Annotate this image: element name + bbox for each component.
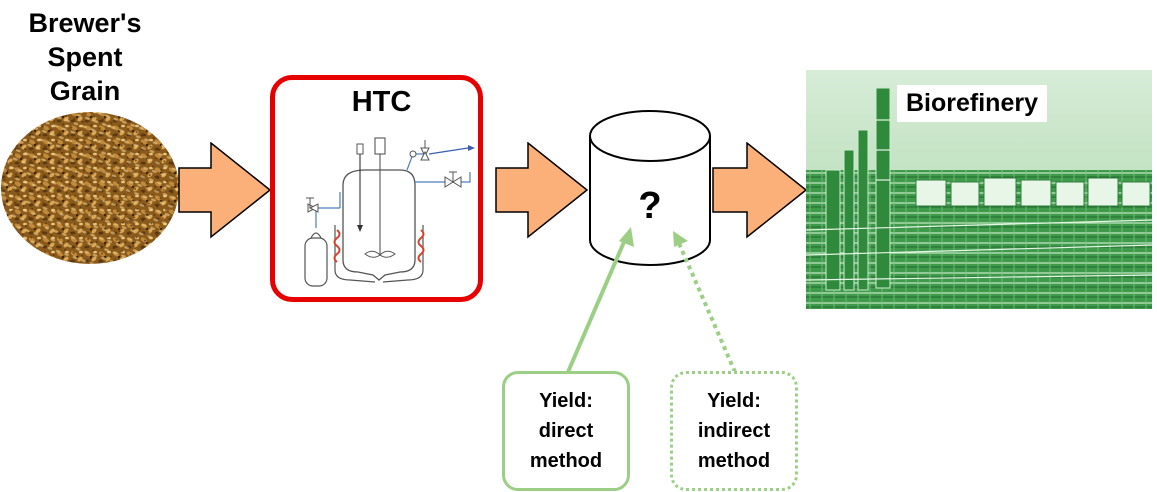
indirect-yield-arrow bbox=[676, 240, 737, 373]
arrow-htc-to-product bbox=[495, 142, 589, 239]
input-title-line-2: Spent bbox=[47, 42, 123, 72]
yield-direct-method-box: Yield: direct method bbox=[502, 371, 630, 491]
reactor-schematic bbox=[304, 137, 475, 287]
yield-direct-line-3: method bbox=[529, 450, 603, 472]
htc-label: HTC bbox=[351, 86, 412, 118]
motor-icon bbox=[374, 137, 386, 155]
yield-direct-line-1: Yield: bbox=[539, 390, 593, 412]
yield-direct-line-2: direct bbox=[538, 420, 594, 442]
yield-indirect-line-3: method bbox=[697, 450, 771, 472]
yield-indirect-line-1: Yield: bbox=[707, 390, 761, 412]
yield-indirect-line-2: indirect bbox=[697, 420, 771, 442]
arrow-product-to-biorefinery bbox=[712, 142, 808, 239]
input-title: Brewer's Spent Grain bbox=[10, 6, 160, 108]
biorefinery-label: Biorefinery bbox=[897, 85, 1047, 122]
input-title-line-1: Brewer's bbox=[28, 8, 142, 38]
unknown-product-mark: ? bbox=[638, 185, 662, 227]
input-title-line-3: Grain bbox=[49, 76, 121, 106]
reactor-vessel-icon bbox=[342, 169, 416, 281]
yield-arrows bbox=[566, 227, 737, 373]
arrow-grain-to-htc bbox=[178, 142, 272, 239]
product-cylinder bbox=[589, 110, 711, 266]
heater-icon bbox=[333, 229, 341, 263]
direct-yield-arrow bbox=[566, 234, 629, 373]
yield-indirect-method-box: Yield: indirect method bbox=[670, 371, 798, 491]
spent-grain-image bbox=[1, 112, 179, 264]
gas-cylinder-icon bbox=[304, 237, 328, 287]
stirrer-icon bbox=[364, 250, 396, 258]
